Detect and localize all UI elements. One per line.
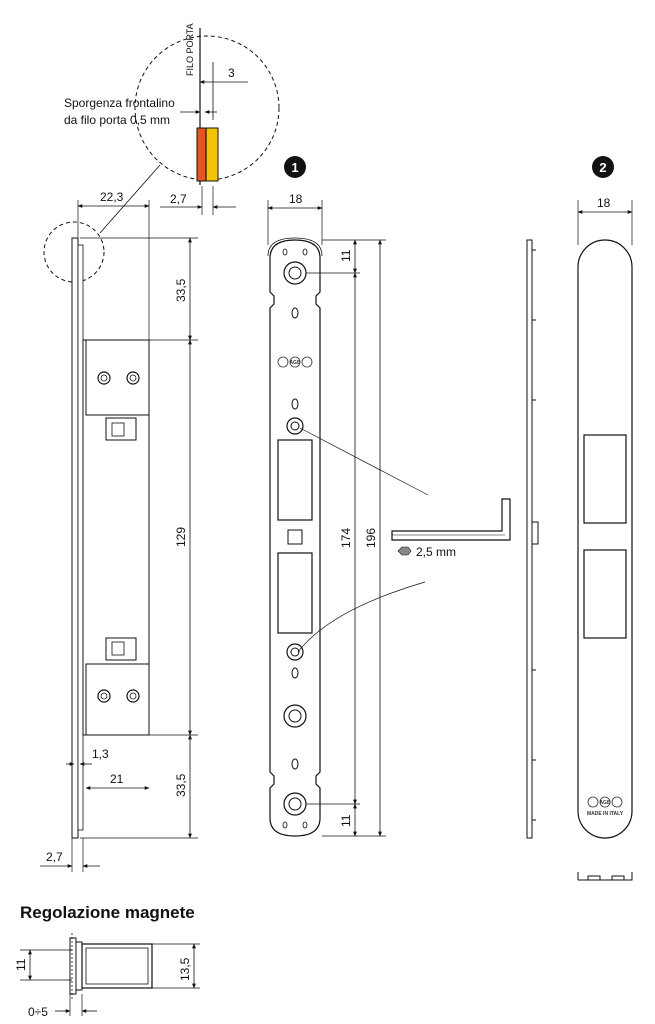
detail-callout: FILO PORTA 3 Sporgenza frontalino da fil… (64, 23, 280, 234)
dim-2-7-bottom: 2,7 (46, 850, 63, 864)
latch-block-top (105, 417, 137, 441)
plate2-logo: AGB MADE IN ITALY (587, 796, 624, 817)
strike-plate-1: 1 18 AGB (267, 156, 429, 837)
dim-33-5-top: 33,5 (174, 278, 188, 302)
upper-window (277, 439, 313, 521)
dim-2-7-top: 2,7 (170, 192, 187, 206)
dim-21: 21 (110, 772, 124, 786)
latch-block-bottom (105, 637, 137, 661)
plate2-outline (577, 239, 633, 839)
badge-1-number: 1 (291, 160, 298, 175)
plate1-logo-text: AGB (289, 360, 301, 366)
plate2-end-view (577, 872, 633, 881)
hex-icon (397, 546, 412, 556)
dim-1-3: 1,3 (92, 747, 109, 761)
adjust-screw-bottom (286, 643, 304, 661)
magnet-adjustment: Regolazione magnete 11 13,5 0÷5 (14, 903, 200, 1019)
plate-side-profile (526, 239, 539, 839)
plate1-dim-11-bottom: 11 (339, 814, 353, 827)
yellow-insert (205, 127, 219, 182)
dim-33-5-bottom: 33,5 (174, 773, 188, 797)
hex-key-size: 2,5 mm (416, 545, 456, 559)
dim-129: 129 (174, 527, 188, 547)
plate2-logo-caption: MADE IN ITALY (587, 811, 624, 817)
bottom-screw-hole (283, 792, 307, 816)
leader-top (299, 427, 429, 496)
hex-key-shape (391, 498, 511, 541)
dim-3: 3 (228, 66, 235, 80)
magnet-dim-11: 11 (14, 958, 28, 971)
magnet-body (81, 943, 153, 989)
small-detail-circle (43, 221, 105, 283)
side-view: 22,3 2,7 33,5 129 33,5 1,3 21 2,7 (40, 186, 236, 872)
leader-bottom (297, 581, 426, 653)
plate1-logo: AGB (277, 356, 313, 368)
plate1-dim-174: 174 (339, 528, 353, 548)
adjust-screw-top (286, 417, 304, 435)
plate2-logo-text: AGB (599, 800, 611, 806)
protrusion-label-line2: da filo porta 0,5 mm (64, 113, 170, 127)
hex-key: 2,5 mm (391, 498, 511, 559)
plate2-width: 18 (597, 196, 611, 210)
plate2-upper-window (583, 434, 627, 524)
door-edge-label: FILO PORTA (185, 23, 195, 76)
faceplate-edge (71, 237, 79, 839)
cover-plate-2: 2 18 AGB MADE IN ITALY (577, 156, 633, 881)
badge-2-number: 2 (599, 160, 606, 175)
dim-22-3: 22,3 (100, 190, 124, 204)
plate1-dim-11-top: 11 (339, 249, 353, 262)
plate2-lower-window (583, 549, 627, 639)
badge-2 (592, 156, 614, 178)
badge-1 (284, 156, 306, 178)
magnet-dim-13-5: 13,5 (178, 957, 192, 981)
lower-window (277, 552, 313, 634)
plate1-width: 18 (289, 192, 303, 206)
magnet-dim-range: 0÷5 (28, 1005, 48, 1019)
protrusion-label-line1: Sporgenza frontalino (64, 96, 175, 110)
plate1-dim-196: 196 (364, 528, 378, 548)
top-screw-hole (283, 261, 307, 285)
callout-leader (99, 164, 161, 234)
magnet-title: Regolazione magnete (20, 903, 195, 922)
